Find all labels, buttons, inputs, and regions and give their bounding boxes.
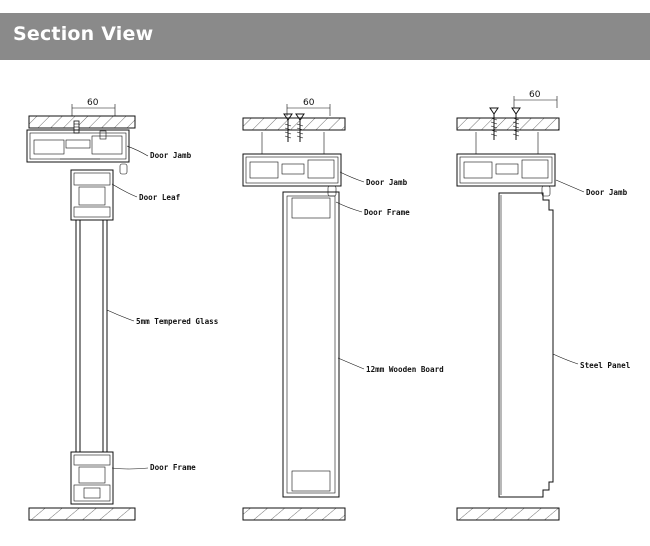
dimension-marker: 60 [71, 98, 116, 116]
tempered-glass-pane [75, 220, 108, 452]
label-door-frame: Door Frame [364, 208, 410, 217]
label-door-frame: Door Frame [150, 463, 196, 472]
screw-icon [73, 120, 80, 134]
label-steel-panel: Steel Panel [580, 361, 631, 370]
label-door-leaf: Door Leaf [139, 193, 181, 202]
section-glass-door: 60 [26, 98, 218, 521]
page-title: Section View [13, 23, 154, 45]
ceiling-slab [456, 117, 560, 131]
section-steel-door: 60 Door Jamb [456, 90, 631, 521]
ceiling-slab [28, 115, 136, 129]
door-jamb-profile [242, 132, 342, 197]
steel-panel-profile [498, 192, 554, 498]
screw-icon [283, 113, 293, 142]
floor-slab [242, 507, 346, 521]
dimension-marker: 60 [286, 98, 331, 116]
label-door-jamb: Door Jamb [586, 188, 628, 197]
door-jamb-profile [26, 129, 130, 175]
ceiling-slab [242, 117, 346, 131]
door-frame-profile [282, 191, 340, 498]
screw-icon [295, 113, 305, 142]
section-wooden-door: 60 [242, 98, 444, 521]
door-leaf-profile [70, 169, 114, 221]
label-tempered-glass: 5mm Tempered Glass [136, 317, 218, 326]
screw-icon [511, 107, 521, 140]
label-door-jamb: Door Jamb [150, 151, 192, 160]
label-door-jamb: Door Jamb [366, 178, 408, 187]
label-wooden-board: 12mm Wooden Board [366, 365, 444, 374]
door-jamb-profile [456, 132, 556, 197]
screw-icon [489, 107, 499, 140]
section-header: Section View [0, 13, 650, 60]
dimension-marker: 60 [513, 90, 558, 108]
dimension-label: 60 [303, 98, 315, 108]
floor-slab [456, 507, 560, 521]
door-frame-profile [70, 451, 114, 505]
dimension-label: 60 [529, 90, 541, 100]
floor-slab [28, 507, 136, 521]
dimension-label: 60 [87, 98, 99, 108]
